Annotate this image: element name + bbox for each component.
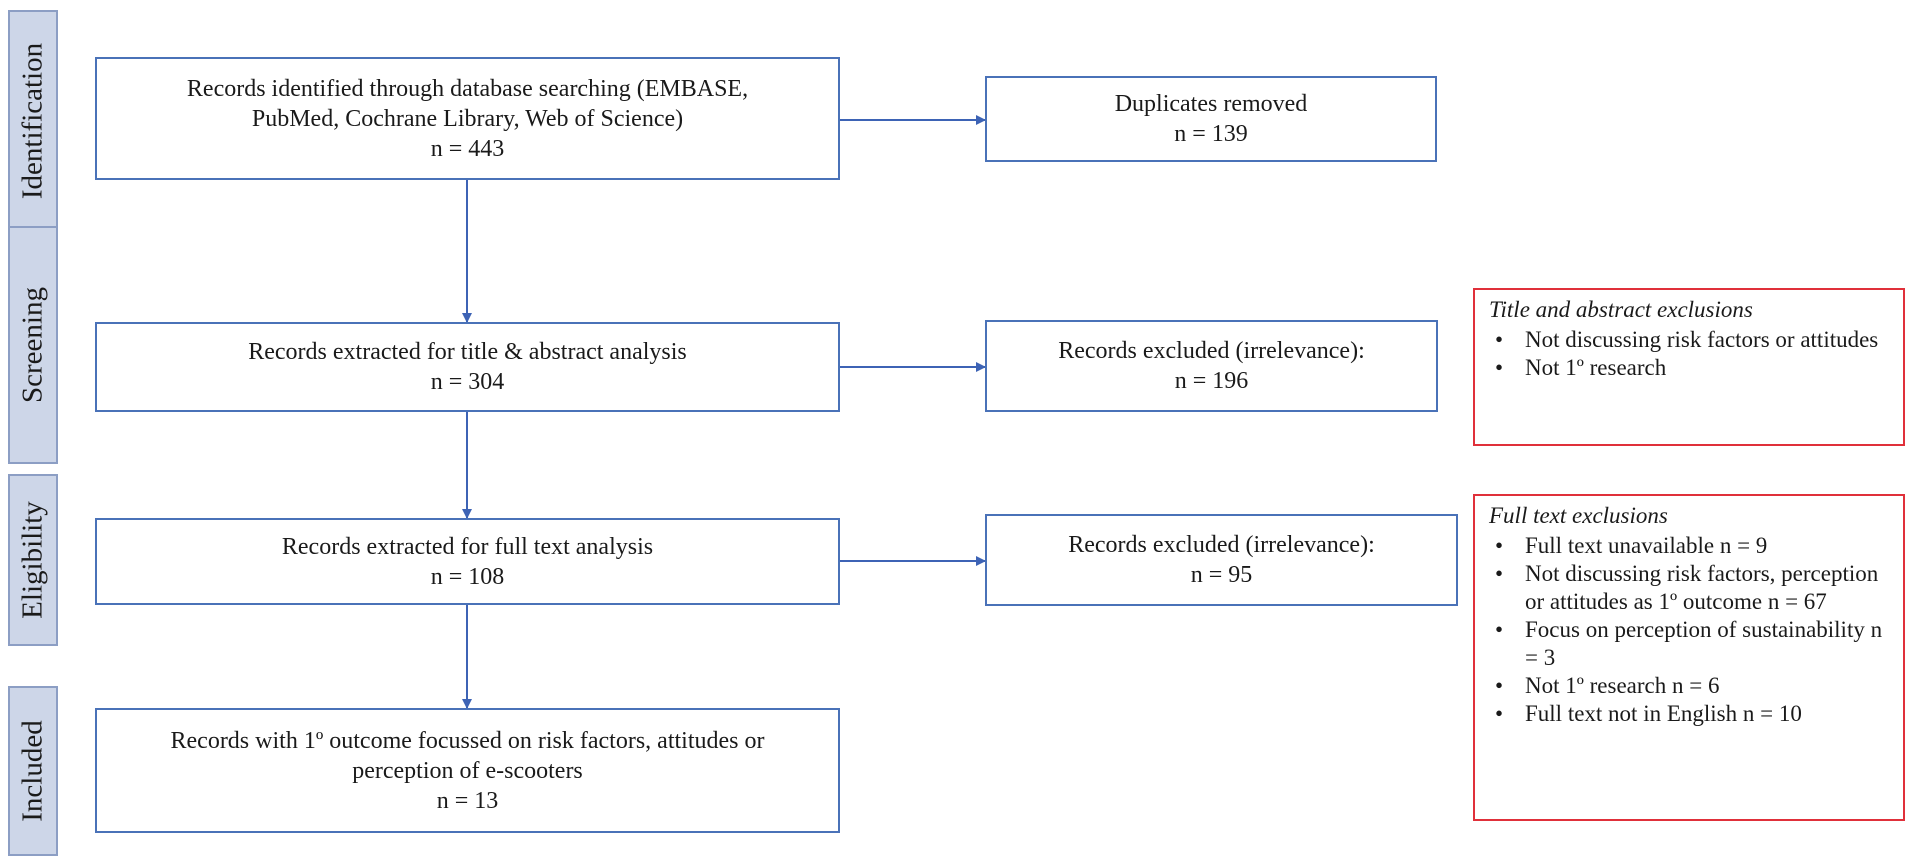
- records-included-box: Records with 1º outcome focussed on risk…: [95, 708, 840, 833]
- records-identified-box: Records identified through database sear…: [95, 57, 840, 180]
- stage-tab-screening: Screening: [8, 226, 58, 464]
- title-abstract-exclusions-box: Title and abstract exclusions Not discus…: [1473, 288, 1905, 446]
- stage-tab-included: Included: [8, 686, 58, 856]
- stage-tab-eligibility: Eligibility: [8, 474, 58, 646]
- exclusion-item: Not discussing risk factors, perception …: [1489, 560, 1889, 616]
- screening-excluded-count: n = 196: [1174, 368, 1249, 394]
- full-text-exclusions-box: Full text exclusions Full text unavailab…: [1473, 494, 1905, 821]
- stage-tab-identification: Identification: [8, 10, 58, 232]
- full-text-exclusions-list: Full text unavailable n = 9 Not discussi…: [1489, 532, 1889, 728]
- records-eligible-label: Records extracted for full text analysis: [281, 533, 654, 560]
- title-abstract-exclusions-heading: Title and abstract exclusions: [1489, 297, 1753, 322]
- eligibility-excluded-count: n = 95: [1190, 562, 1253, 588]
- records-identified-line2: PubMed, Cochrane Library, Web of Science…: [251, 105, 684, 132]
- exclusion-item: Not discussing risk factors or attitudes: [1489, 326, 1889, 354]
- title-abstract-exclusions-list: Not discussing risk factors or attitudes…: [1489, 326, 1889, 382]
- records-identified-count: n = 443: [430, 135, 505, 162]
- exclusion-item: Full text not in English n = 10: [1489, 700, 1889, 728]
- duplicates-removed-label: Duplicates removed: [1114, 91, 1308, 117]
- screening-excluded-box: Records excluded (irrelevance): n = 196: [985, 320, 1438, 412]
- full-text-exclusions-heading: Full text exclusions: [1489, 503, 1668, 528]
- records-eligible-box: Records extracted for full text analysis…: [95, 518, 840, 605]
- exclusion-item: Full text unavailable n = 9: [1489, 532, 1889, 560]
- records-screened-label: Records extracted for title & abstract a…: [248, 339, 687, 365]
- eligibility-excluded-label: Records excluded (irrelevance):: [1068, 532, 1375, 558]
- records-identified-line1: Records identified through database sear…: [186, 75, 749, 102]
- duplicates-removed-box: Duplicates removed n = 139: [985, 76, 1437, 162]
- exclusion-item: Focus on perception of sustainability n …: [1489, 616, 1889, 672]
- records-screened-box: Records extracted for title & abstract a…: [95, 322, 840, 412]
- exclusion-item: Not 1º research n = 6: [1489, 672, 1889, 700]
- screening-excluded-label: Records excluded (irrelevance):: [1058, 338, 1365, 364]
- records-eligible-count: n = 108: [430, 563, 505, 590]
- duplicates-removed-count: n = 139: [1174, 121, 1248, 147]
- records-included-line2: perception of e-scooters: [352, 757, 583, 784]
- records-included-line1: Records with 1º outcome focussed on risk…: [170, 727, 765, 754]
- eligibility-excluded-box: Records excluded (irrelevance): n = 95: [985, 514, 1458, 606]
- records-screened-count: n = 304: [430, 369, 505, 395]
- records-included-count: n = 13: [436, 787, 499, 814]
- exclusion-item: Not 1º research: [1489, 354, 1889, 382]
